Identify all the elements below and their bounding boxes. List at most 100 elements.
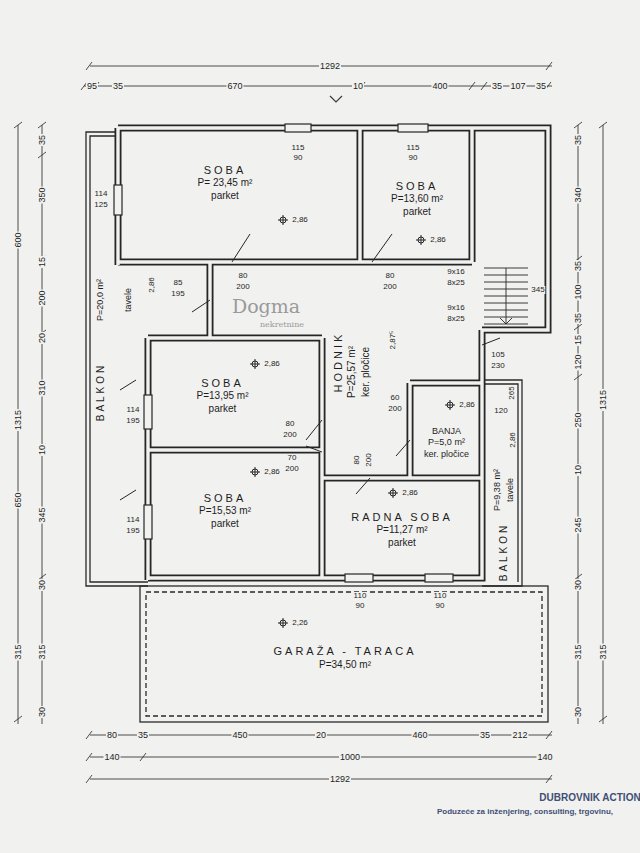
room-text: parket <box>211 190 239 203</box>
room-text: P=25,57 m² <box>347 346 357 398</box>
dimension-label: 140 <box>103 753 120 762</box>
opening-size: 114 <box>94 190 109 198</box>
room-area: HODNIKP=25,57 m²ker. pločice <box>324 300 380 440</box>
watermark: nekretnine <box>259 321 305 329</box>
height-mark: 2,86 <box>429 236 447 244</box>
opening-size: 230 <box>490 362 505 370</box>
dimension-label: 340 <box>574 186 583 203</box>
room-text: P= 23,45 m² <box>198 177 253 190</box>
dimension-label: 650 <box>14 491 23 508</box>
opening-size: 90 <box>355 602 366 610</box>
dimension-label: 35 <box>38 134 47 146</box>
room-name: BALKON <box>96 363 106 422</box>
height-mark: 2,87⁵ <box>389 330 397 351</box>
dimension-label: 600 <box>14 231 23 248</box>
room-name: SOBA <box>204 492 247 506</box>
height-mark: 2,86 <box>458 401 476 409</box>
dimension-label: 1315 <box>599 389 608 411</box>
dimension-label: 200 <box>38 289 47 306</box>
door-swing <box>120 234 500 500</box>
room-name: SOBA <box>396 180 439 194</box>
dimension-label: 345 <box>38 506 47 523</box>
opening-size: 200 <box>387 405 402 413</box>
dimension-label: 1292 <box>319 62 341 71</box>
room-text: P=13,95 m² <box>197 390 249 403</box>
opening-size: 90 <box>435 602 446 610</box>
room-name: RADNA SOBA <box>351 511 453 525</box>
dimension-label: 35 <box>574 260 583 272</box>
dimension-lines <box>14 62 607 783</box>
opening-size: 110 <box>433 592 448 600</box>
opening-size: 200 <box>235 283 250 291</box>
height-mark: 2,86 <box>401 489 419 497</box>
dimension-label: 315 <box>38 643 47 660</box>
room-area: SOBAP= 23,45 m²parket <box>170 150 280 216</box>
room-text: parket <box>403 206 431 219</box>
opening-size: 70 <box>287 454 298 462</box>
room-text: HODNIK <box>333 332 344 393</box>
dimension-label: 450 <box>231 731 248 740</box>
dimension-label: 350 <box>38 186 47 203</box>
dimension-label: 310 <box>38 379 47 396</box>
room-name: SOBA <box>201 377 244 391</box>
opening-size: 265 <box>508 385 516 400</box>
opening-size: 90 <box>293 154 304 162</box>
opening-size: 60 <box>390 394 401 402</box>
height-mark: 2,86 <box>148 276 156 294</box>
dimension-label: 35 <box>574 134 583 146</box>
room-text: parket <box>209 403 237 416</box>
opening-size: 115 <box>291 144 306 152</box>
window-symbol <box>114 124 453 582</box>
dimension-label: 95 <box>86 82 98 91</box>
room-text: ker. pločice <box>424 449 469 460</box>
opening-size: 200 <box>382 283 397 291</box>
opening-size: 195 <box>170 290 185 298</box>
stair-label: 8x25 <box>446 315 465 323</box>
room-text: P=34,50 m² <box>319 659 371 672</box>
wall <box>118 128 548 580</box>
room-text: P=11,27 m² <box>376 524 427 537</box>
dimension-label: 212 <box>511 731 528 740</box>
room-area: SOBAP=15,53 m²parket <box>165 482 285 540</box>
height-mark: 2,86 <box>263 360 281 368</box>
dimension-label: 30 <box>574 706 583 718</box>
dimension-label: 35 <box>491 82 503 91</box>
opening-size: 80 <box>285 420 296 428</box>
room-area: GARAŽA - TARACAP=34,50 m² <box>200 635 490 681</box>
room-text: tavele <box>506 478 515 502</box>
dimension-label: 10 <box>574 464 583 476</box>
dimension-label: 10 <box>352 82 364 91</box>
room-name: BANJA <box>432 426 461 437</box>
room-text: P=20,0 m² <box>96 279 105 321</box>
opening-size: 80 <box>353 455 361 466</box>
stair-label: 9x16 <box>446 268 465 276</box>
dimension-label: 80 <box>106 731 118 740</box>
stamp-text: Poduzeće za inženjering, consulting, trg… <box>436 808 614 816</box>
stamp-text: DUBROVNIK ACTION <box>538 793 640 803</box>
room-text: P=15,53 m² <box>199 505 251 518</box>
height-marker <box>250 215 455 628</box>
opening-size: 90 <box>408 154 419 162</box>
watermark: Dogma <box>231 297 301 316</box>
room-text: tavele <box>124 288 133 312</box>
dimension-label: 30 <box>38 706 47 718</box>
opening-size: 195 <box>125 417 140 425</box>
room-name: SOBA <box>204 164 247 178</box>
stair-label: 345 <box>530 286 545 294</box>
room-text: P=5,0 m² <box>428 437 465 448</box>
room-area: BANJAP=5,0 m²ker. pločice <box>415 414 478 472</box>
dimension-label: 1000 <box>339 753 361 762</box>
dimension-label: 35 <box>479 731 491 740</box>
dimension-label: 120 <box>574 353 583 370</box>
dimension-label: 35 <box>574 312 583 324</box>
dimension-label: 20 <box>315 731 327 740</box>
height-mark: 2,26 <box>291 619 309 627</box>
dimension-label: 1292 <box>329 775 351 784</box>
opening-size: 200 <box>365 452 373 467</box>
opening-size: 110 <box>353 592 368 600</box>
dimension-label: 30 <box>38 579 47 591</box>
dimension-label: 20 <box>38 332 47 344</box>
dimension-label: 140 <box>536 753 553 762</box>
dimension-label: 107 <box>509 82 526 91</box>
